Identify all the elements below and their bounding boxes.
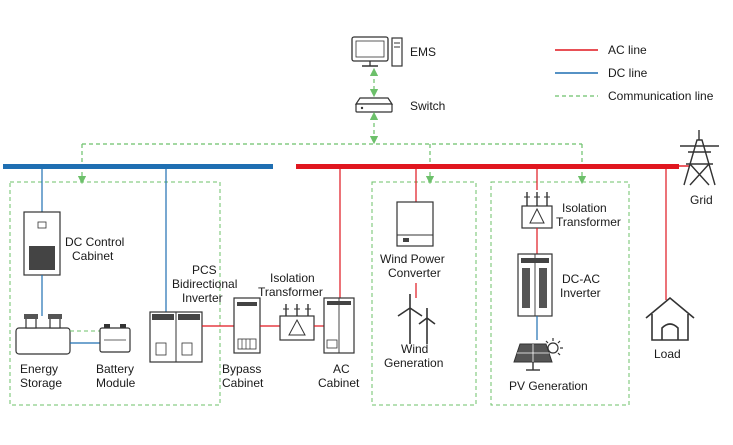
isolation-transformer-icon [279, 304, 315, 341]
pv-group-box [490, 181, 630, 406]
switch-label: Switch [410, 99, 445, 113]
wind-converter-label-1: Wind Power [380, 252, 445, 266]
wind-power-converter-icon [396, 201, 434, 247]
dc-ac-inverter-icon [517, 253, 553, 317]
pcs-label-2: Bidirectional [172, 277, 237, 291]
load-label: Load [654, 347, 681, 361]
ems-label: EMS [410, 45, 436, 59]
wind-generation-label-1: Wind [401, 342, 428, 356]
grid-label: Grid [690, 193, 713, 207]
battery-module-label-1: Battery [96, 362, 134, 376]
dc-control-label-1: DC Control [65, 235, 124, 249]
pv-isolation-transformer-label-1: Isolation [562, 201, 607, 215]
dc-control-cabinet-icon [23, 211, 61, 276]
pv-isolation-transformer-label-2: Transformer [556, 215, 621, 229]
energy-storage-icon [15, 314, 71, 355]
energy-storage-label-1: Energy [20, 362, 58, 376]
load-house-icon [645, 296, 695, 341]
ac-bus-bar [296, 164, 679, 169]
wind-converter-label-2: Converter [388, 266, 441, 280]
isolation-transformer-label-1: Isolation [270, 271, 315, 285]
bypass-cabinet-label-1: Bypass [222, 362, 261, 376]
dc-ac-inverter-label-2: Inverter [560, 286, 601, 300]
pcs-label-3: Inverter [182, 291, 223, 305]
ac-cabinet-label-1: AC [333, 362, 350, 376]
legend: AC line DC line Communication line [555, 43, 714, 103]
bypass-cabinet-label-2: Cabinet [222, 376, 264, 390]
pv-isolation-transformer-icon [521, 192, 553, 229]
legend-comm-label: Communication line [608, 89, 714, 103]
wind-group-box [371, 181, 477, 406]
dc-bus-bar [3, 164, 273, 169]
switch-icon [354, 97, 394, 113]
wind-generation-label-2: Generation [384, 356, 443, 370]
ac-cabinet-icon [323, 297, 355, 354]
legend-ac-label: AC line [608, 43, 647, 57]
dc-ac-inverter-label-1: DC-AC [562, 272, 600, 286]
legend-dc-label: DC line [608, 66, 648, 80]
ems-icon [351, 36, 403, 67]
bypass-cabinet-icon [233, 297, 261, 354]
wind-turbine-icon [397, 294, 436, 344]
pcs-label-1: PCS [192, 263, 217, 277]
dc-control-label-2: Cabinet [72, 249, 114, 263]
solar-panel-icon [513, 343, 553, 371]
battery-module-icon [99, 324, 131, 353]
energy-storage-label-2: Storage [20, 376, 62, 390]
pv-generation-label: PV Generation [509, 379, 588, 393]
ac-cabinet-label-2: Cabinet [318, 376, 360, 390]
sun-icon [545, 338, 563, 356]
isolation-transformer-label-2: Transformer [258, 285, 323, 299]
pcs-inverter-icon [149, 311, 203, 363]
storage-group-box [9, 181, 221, 406]
battery-module-label-2: Module [96, 376, 136, 390]
grid-tower-icon [680, 130, 719, 186]
